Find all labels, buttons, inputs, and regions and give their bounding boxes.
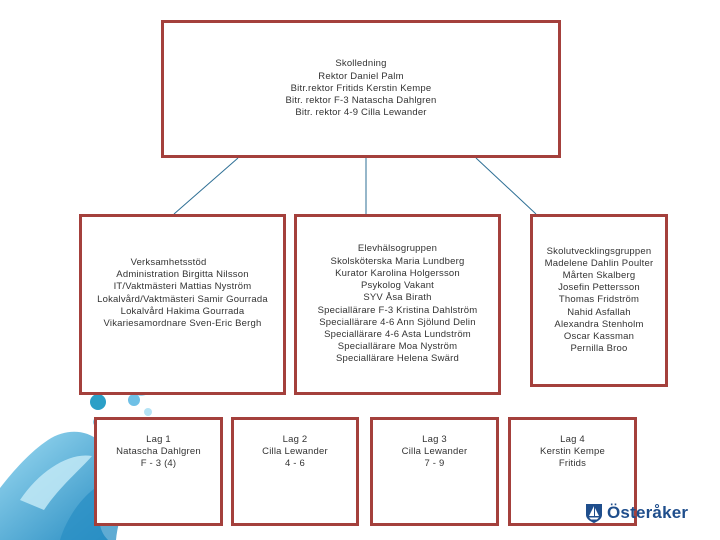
health-box: Elevhälsogruppen Skolsköterska Maria Lun… bbox=[294, 214, 501, 395]
team-box-1: Lag 1 Natascha Dahlgren F - 3 (4) bbox=[94, 417, 223, 526]
support-line: IT/Vaktmästeri Mattias Nyström bbox=[82, 281, 283, 293]
support-line: Vikariesamordnare Sven-Eric Bergh bbox=[82, 318, 283, 330]
development-line: Nahid Asfallah bbox=[533, 307, 665, 319]
team-grades: F - 3 (4) bbox=[97, 458, 220, 470]
health-heading: Elevhälsogruppen bbox=[297, 243, 498, 255]
development-line: Thomas Fridström bbox=[533, 294, 665, 306]
team-grades: 7 - 9 bbox=[373, 458, 496, 470]
sailboat-icon bbox=[584, 502, 604, 524]
health-line: Speciallärare F-3 Kristina Dahlström bbox=[297, 305, 498, 317]
support-heading: Verksamhetsstöd bbox=[54, 257, 283, 269]
health-line: Kurator Karolina Holgersson bbox=[297, 268, 498, 280]
support-line: Lokalvård Hakima Gourrada bbox=[82, 306, 283, 318]
team-lead: Kerstin Kempe bbox=[511, 446, 634, 458]
team-grades: 4 - 6 bbox=[234, 458, 356, 470]
health-line: Speciallärare Moa Nyström bbox=[297, 341, 498, 353]
team-box-2: Lag 2 Cilla Lewander 4 - 6 bbox=[231, 417, 359, 526]
leadership-line: Bitr. rektor 4-9 Cilla Lewander bbox=[164, 107, 558, 119]
leadership-box: Skolledning Rektor Daniel Palm Bitr.rekt… bbox=[161, 20, 561, 158]
development-box: Skolutvecklingsgruppen Madelene Dahlin P… bbox=[530, 214, 668, 387]
development-line: Pernilla Broo bbox=[533, 343, 665, 355]
support-line: Lokalvård/Vaktmästeri Samir Gourrada bbox=[82, 294, 283, 306]
osteraker-logo: Österåker bbox=[584, 502, 688, 524]
team-lead: Cilla Lewander bbox=[234, 446, 356, 458]
health-line: Speciallärare Helena Swärd bbox=[297, 353, 498, 365]
support-line: Administration Birgitta Nilsson bbox=[82, 269, 283, 281]
team-name: Lag 3 bbox=[373, 434, 496, 446]
support-box: Verksamhetsstöd Administration Birgitta … bbox=[79, 214, 286, 395]
development-line: Mårten Skalberg bbox=[533, 270, 665, 282]
development-line: Josefin Pettersson bbox=[533, 282, 665, 294]
team-name: Lag 4 bbox=[511, 434, 634, 446]
development-line: Madelene Dahlin Poulter bbox=[533, 258, 665, 270]
logo-text: Österåker bbox=[607, 503, 688, 523]
team-box-3: Lag 3 Cilla Lewander 7 - 9 bbox=[370, 417, 499, 526]
health-line: Speciallärare 4-6 Ann Sjölund Delin bbox=[297, 317, 498, 329]
leadership-line: Bitr.rektor Fritids Kerstin Kempe bbox=[164, 83, 558, 95]
team-name: Lag 2 bbox=[234, 434, 356, 446]
health-line: Psykolog Vakant bbox=[297, 280, 498, 292]
team-name: Lag 1 bbox=[97, 434, 220, 446]
connector-line bbox=[174, 158, 238, 214]
team-lead: Natascha Dahlgren bbox=[97, 446, 220, 458]
health-line: Skolsköterska Maria Lundberg bbox=[297, 256, 498, 268]
development-line: Alexandra Stenholm bbox=[533, 319, 665, 331]
leadership-line: Bitr. rektor F-3 Natascha Dahlgren bbox=[164, 95, 558, 107]
team-grades: Fritids bbox=[511, 458, 634, 470]
leadership-line: Rektor Daniel Palm bbox=[164, 71, 558, 83]
development-line: Oscar Kassman bbox=[533, 331, 665, 343]
team-lead: Cilla Lewander bbox=[373, 446, 496, 458]
health-line: SYV Åsa Birath bbox=[297, 292, 498, 304]
health-line: Speciallärare 4-6 Asta Lundström bbox=[297, 329, 498, 341]
development-heading: Skolutvecklingsgruppen bbox=[533, 246, 665, 258]
leadership-heading: Skolledning bbox=[164, 58, 558, 70]
connector-line bbox=[476, 158, 536, 214]
